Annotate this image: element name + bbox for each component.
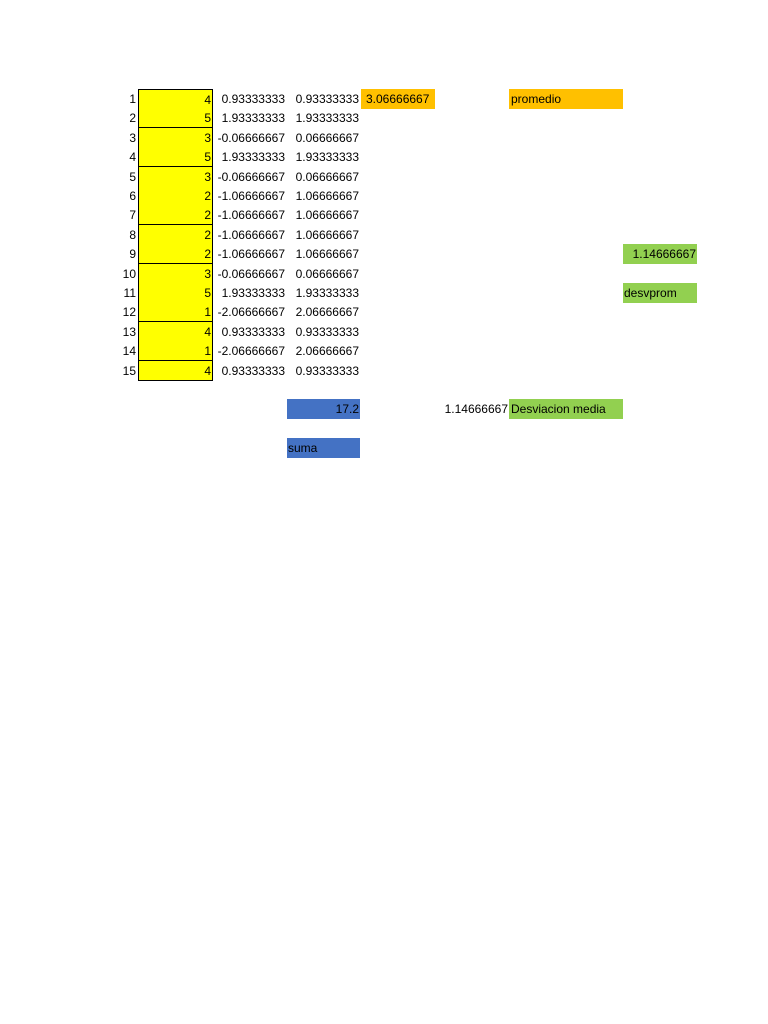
deviation-cell[interactable]: -1.06666667 [217, 228, 285, 242]
row-number-cell[interactable]: 15 [122, 364, 136, 378]
row-number-cell[interactable]: 12 [122, 305, 136, 319]
desvprom-value-cell[interactable]: 1.14666667 [623, 244, 697, 264]
abs-deviation-cell[interactable]: 2.06666667 [295, 305, 359, 319]
row-number-cell[interactable]: 7 [129, 208, 136, 222]
deviation-cell[interactable]: 1.93333333 [221, 286, 285, 300]
deviation-cell[interactable]: 1.93333333 [221, 150, 285, 164]
abs-deviation-cell[interactable]: 0.06666667 [295, 267, 359, 281]
row-number-cell[interactable]: 6 [129, 189, 136, 203]
row-number-cell[interactable]: 2 [129, 111, 136, 125]
desviacion-media-value-cell[interactable]: 1.14666667 [444, 402, 508, 416]
row-number-cell[interactable]: 13 [122, 325, 136, 339]
abs-deviation-cell[interactable]: 0.06666667 [295, 170, 359, 184]
desvprom-label-cell[interactable]: desvprom [623, 283, 697, 303]
row-number-cell[interactable]: 1 [129, 92, 136, 106]
value-cell[interactable]: 5 [138, 283, 213, 303]
abs-deviation-cell[interactable]: 2.06666667 [295, 344, 359, 358]
value-cell[interactable]: 5 [138, 147, 213, 167]
deviation-cell[interactable]: -0.06666667 [217, 170, 285, 184]
deviation-cell[interactable]: 0.93333333 [221, 92, 285, 106]
abs-deviation-cell[interactable]: 1.93333333 [295, 111, 359, 125]
suma-label-cell[interactable]: suma [287, 438, 360, 458]
row-number-cell[interactable]: 11 [123, 286, 136, 300]
value-cell[interactable]: 4 [138, 322, 213, 342]
value-cell[interactable]: 1 [138, 341, 213, 361]
promedio-label-cell[interactable]: promedio [509, 89, 623, 109]
deviation-cell[interactable]: -2.06666667 [217, 344, 285, 358]
row-number-cell[interactable]: 10 [122, 267, 136, 281]
suma-value-cell[interactable]: 17.2 [287, 399, 360, 419]
value-cell[interactable]: 3 [138, 128, 213, 148]
deviation-cell[interactable]: -0.06666667 [217, 267, 285, 281]
value-cell[interactable]: 4 [138, 89, 213, 109]
row-number-cell[interactable]: 3 [129, 131, 136, 145]
deviation-cell[interactable]: -1.06666667 [217, 189, 285, 203]
deviation-cell[interactable]: -1.06666667 [217, 247, 285, 261]
value-cell[interactable]: 4 [138, 361, 213, 381]
abs-deviation-cell[interactable]: 1.93333333 [295, 286, 359, 300]
abs-deviation-cell[interactable]: 1.93333333 [295, 150, 359, 164]
row-number-cell[interactable]: 9 [129, 247, 136, 261]
value-cell[interactable]: 2 [138, 225, 213, 245]
deviation-cell[interactable]: 1.93333333 [221, 111, 285, 125]
row-number-cell[interactable]: 4 [129, 150, 136, 164]
deviation-cell[interactable]: 0.93333333 [221, 325, 285, 339]
abs-deviation-cell[interactable]: 1.06666667 [295, 208, 359, 222]
abs-deviation-cell[interactable]: 0.93333333 [295, 92, 359, 106]
abs-deviation-cell[interactable]: 0.93333333 [295, 325, 359, 339]
deviation-cell[interactable]: 0.93333333 [221, 364, 285, 378]
value-cell[interactable]: 3 [138, 264, 213, 284]
promedio-value-cell[interactable]: 3.06666667 [361, 89, 435, 109]
value-cell[interactable]: 2 [138, 186, 213, 206]
deviation-cell[interactable]: -2.06666667 [217, 305, 285, 319]
abs-deviation-cell[interactable]: 1.06666667 [295, 228, 359, 242]
value-cell[interactable]: 1 [138, 302, 213, 322]
abs-deviation-cell[interactable]: 1.06666667 [295, 247, 359, 261]
value-cell[interactable]: 5 [138, 108, 213, 128]
row-number-cell[interactable]: 5 [129, 170, 136, 184]
value-cell[interactable]: 3 [138, 167, 213, 187]
abs-deviation-cell[interactable]: 0.93333333 [295, 364, 359, 378]
abs-deviation-cell[interactable]: 0.06666667 [295, 131, 359, 145]
deviation-cell[interactable]: -1.06666667 [217, 208, 285, 222]
value-cell[interactable]: 2 [138, 244, 213, 264]
abs-deviation-cell[interactable]: 1.06666667 [295, 189, 359, 203]
deviation-cell[interactable]: -0.06666667 [217, 131, 285, 145]
desviacion-media-label-cell[interactable]: Desviacion media [509, 399, 623, 419]
row-number-cell[interactable]: 14 [122, 344, 136, 358]
value-cell[interactable]: 2 [138, 205, 213, 225]
row-number-cell[interactable]: 8 [129, 228, 136, 242]
